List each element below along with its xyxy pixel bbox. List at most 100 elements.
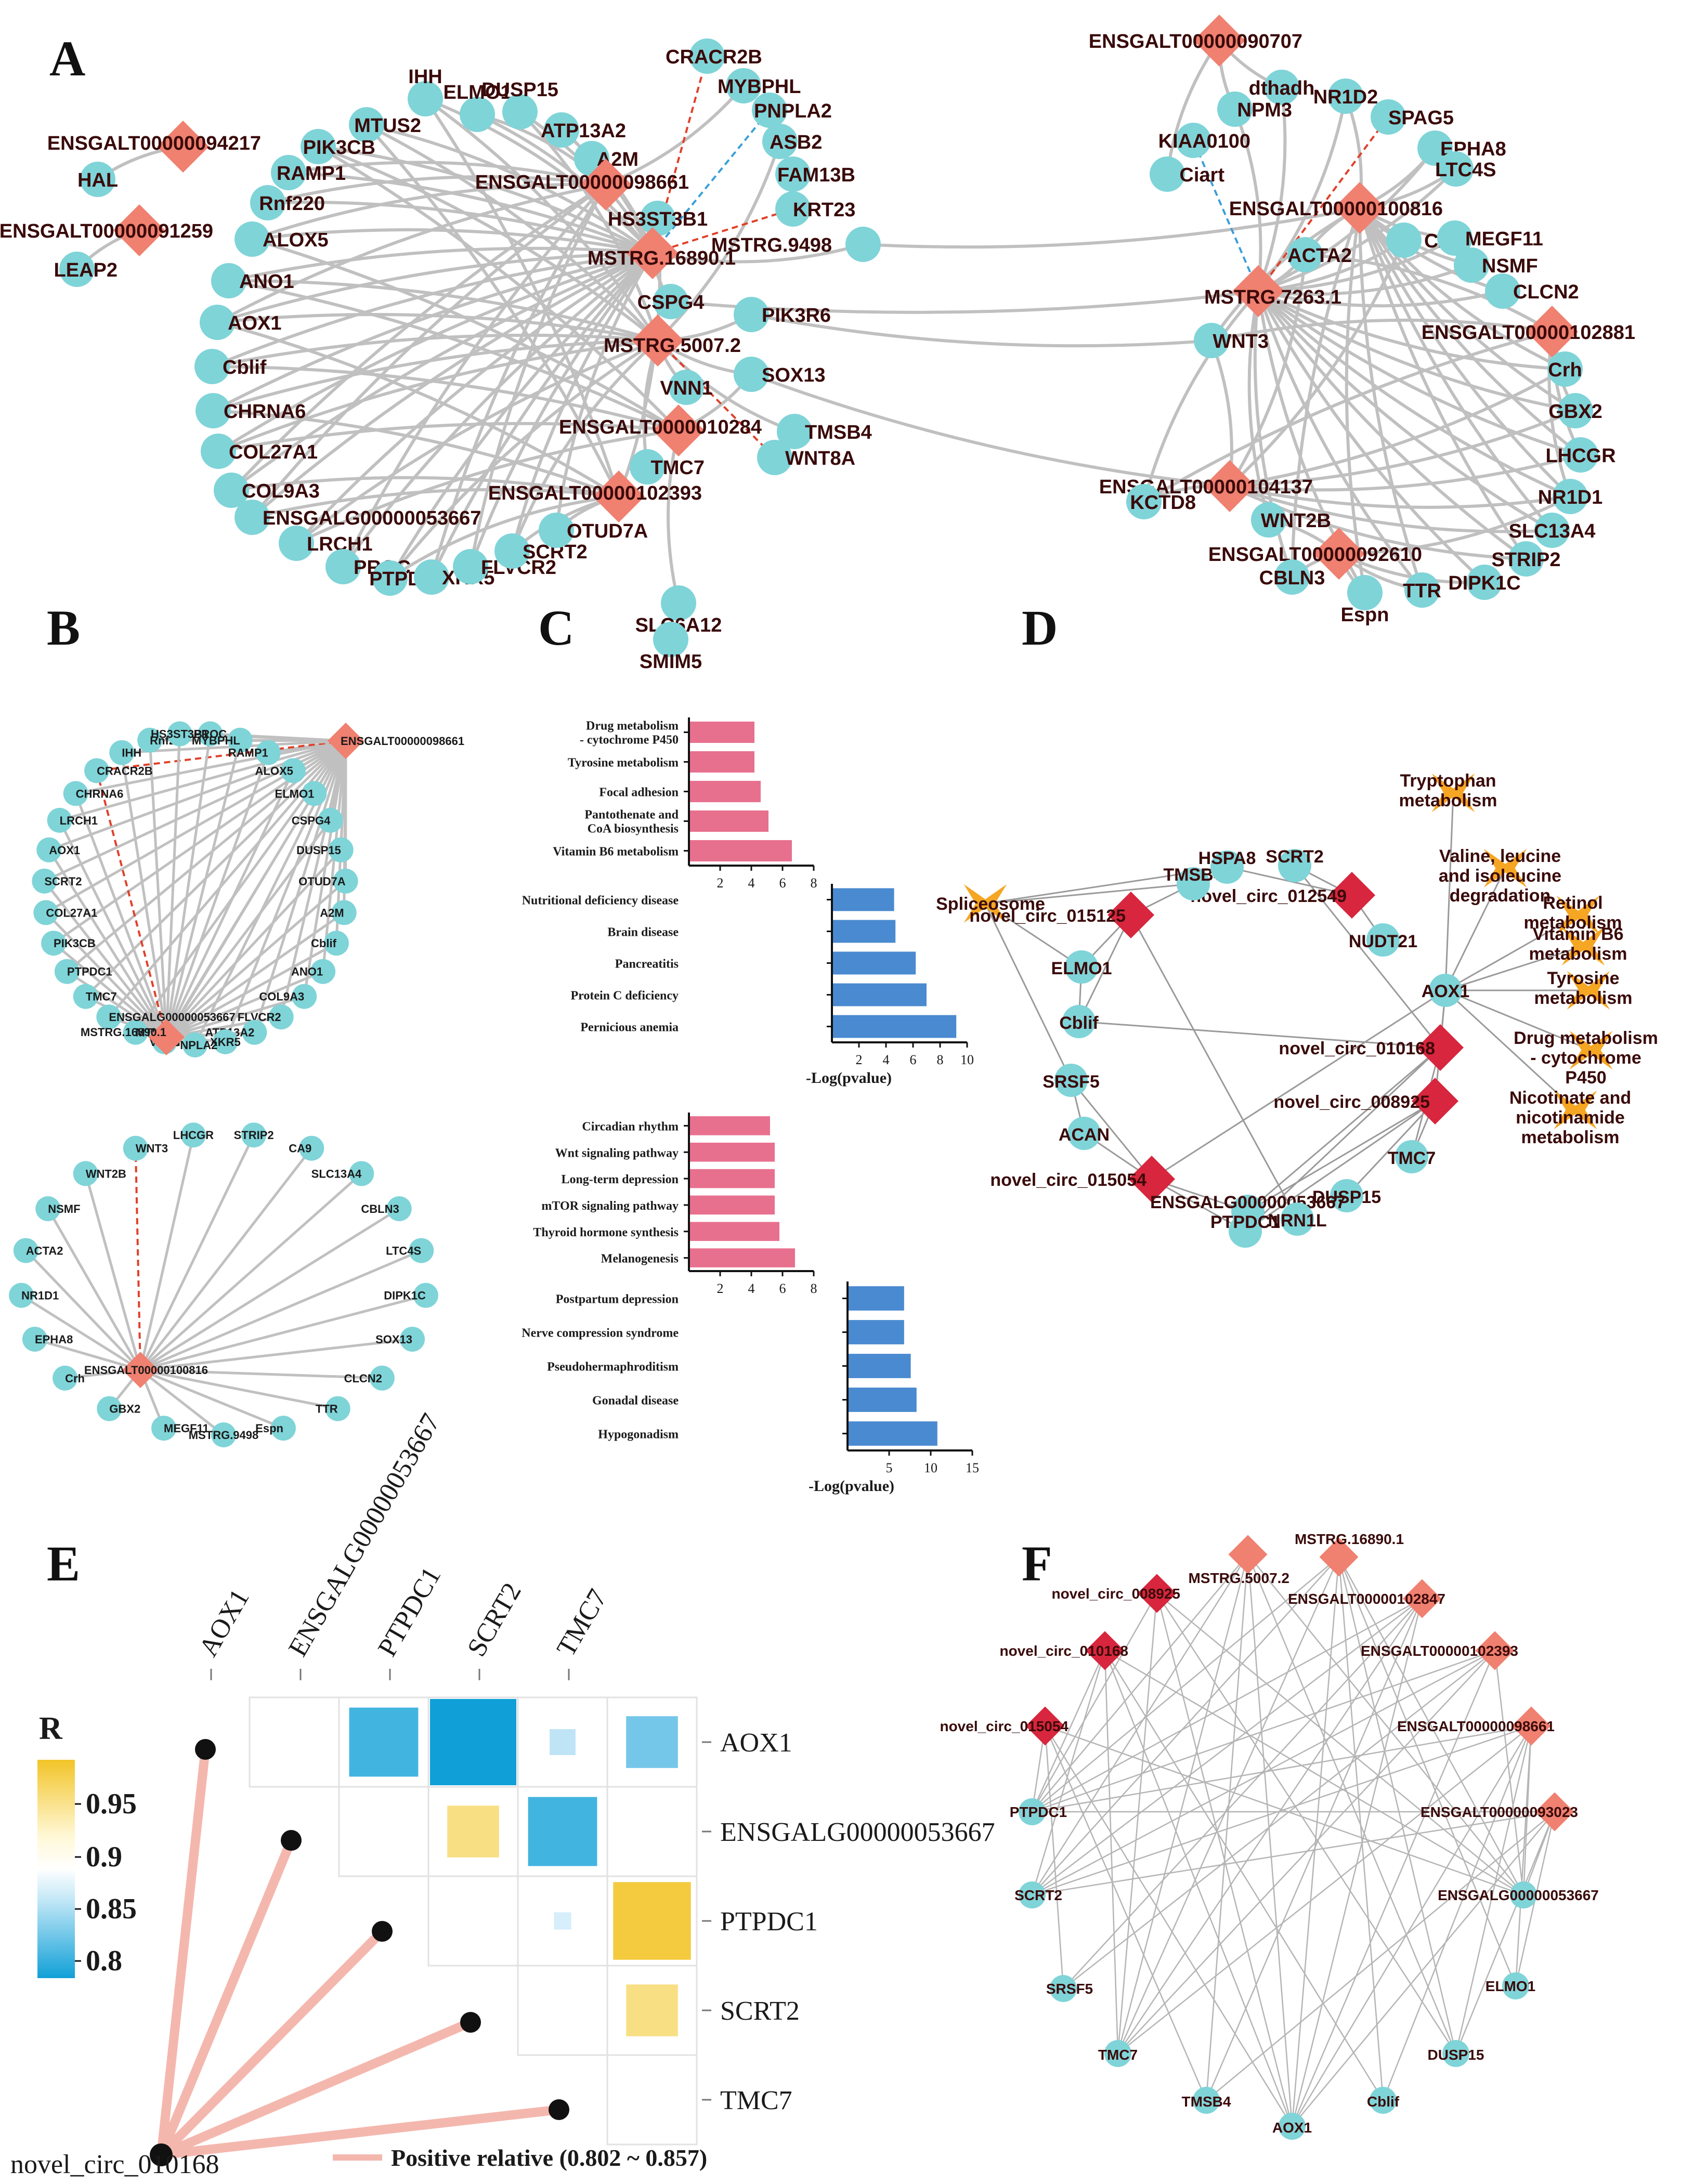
network-f-node-ensgalt00000093023[interactable]	[1535, 1792, 1574, 1832]
ring-node-wnt2b[interactable]	[73, 1161, 98, 1186]
ring-node-flvcr2[interactable]	[268, 1004, 294, 1030]
network-a-node-cracr2b[interactable]	[689, 38, 725, 74]
ring-node-rnf220[interactable]	[137, 727, 163, 753]
network-a-node-ensgalt00000104137[interactable]	[1204, 460, 1256, 512]
network-a-node-xkr5[interactable]	[414, 559, 449, 595]
ring-node-clcn2[interactable]	[369, 1365, 395, 1391]
ring-node-ltc4s[interactable]	[409, 1238, 434, 1263]
network-a-node-clcn2[interactable]	[1485, 273, 1520, 309]
ring-node-tmc7[interactable]	[73, 984, 98, 1009]
ring-node-col27a1[interactable]	[33, 900, 59, 925]
network-a-node-wnt8a[interactable]	[757, 440, 792, 475]
ring-hub-ensgalt00000098661[interactable]	[328, 723, 364, 759]
network-f-node-srsf5[interactable]	[1050, 1975, 1077, 2002]
network-a-node-lrch1[interactable]	[279, 526, 314, 561]
network-f-node-aox1[interactable]	[1279, 2113, 1306, 2140]
network-a-node-nsmf[interactable]	[1454, 247, 1489, 283]
network-a-node-mtus2[interactable]	[349, 107, 384, 142]
network-d-node-novel-circ-008925[interactable]	[1412, 1078, 1458, 1124]
ring-node-epha8[interactable]	[22, 1326, 47, 1352]
network-a-node-col27a1[interactable]	[201, 434, 236, 469]
ring-node-espn[interactable]	[270, 1416, 296, 1441]
network-a-node-ttr[interactable]	[1404, 572, 1440, 608]
ring-node-elmo1[interactable]	[302, 781, 327, 806]
network-a-node-kiaa0100[interactable]	[1176, 123, 1211, 158]
ring-node-megf11[interactable]	[151, 1416, 177, 1441]
network-d-node-acan[interactable]	[1067, 1117, 1101, 1150]
ring-node-aox1[interactable]	[36, 837, 62, 862]
ring-node-col9a3[interactable]	[292, 984, 317, 1009]
network-a-node-vnn1[interactable]	[669, 370, 704, 405]
network-a-node-dthadh[interactable]	[1264, 70, 1299, 105]
ring-node-cbln3[interactable]	[386, 1196, 412, 1221]
network-a-node-alox5[interactable]	[234, 221, 270, 257]
ring-node-atp13a2[interactable]	[242, 1019, 267, 1045]
ring-node-nr1d1[interactable]	[9, 1283, 34, 1308]
network-f-node-cblif[interactable]	[1370, 2087, 1397, 2114]
network-a-node-asb2[interactable]	[762, 124, 798, 159]
ring-node-dusp15[interactable]	[328, 837, 354, 862]
network-a-node-mstrg-16890-1[interactable]	[627, 227, 679, 279]
network-f-node-elmo1[interactable]	[1502, 1972, 1529, 1999]
network-a-node-dusp15[interactable]	[502, 94, 538, 129]
network-a-node-megf11[interactable]	[1437, 220, 1472, 256]
network-a-node-dipk1c[interactable]	[1467, 565, 1502, 600]
network-a-node-pik3r6[interactable]	[734, 297, 769, 332]
network-a-node-slc6a12[interactable]	[661, 585, 696, 621]
network-d-node-nicotinate-and-nicotinamide-metabolism[interactable]	[1554, 1090, 1597, 1130]
network-a-node-ensgalg00000053667[interactable]	[234, 500, 270, 535]
network-a-node-ensgalt0000010284[interactable]	[653, 404, 705, 456]
network-d-node-cblif[interactable]	[1062, 1005, 1096, 1038]
ring-node-lhcgr[interactable]	[180, 1122, 206, 1148]
ring-node-chrna6[interactable]	[63, 781, 88, 806]
ring-node-alox5[interactable]	[280, 758, 306, 783]
network-d-node-nrn1l[interactable]	[1281, 1202, 1314, 1236]
network-a-node-ensgalt00000098661[interactable]	[580, 159, 632, 211]
network-a-node-leap2[interactable]	[59, 252, 95, 287]
network-d-node-tryptophan-metabolism[interactable]	[1431, 773, 1475, 813]
ring-node-ttr[interactable]	[325, 1396, 350, 1421]
ring-node-acta2[interactable]	[13, 1238, 38, 1263]
network-f-node-ptpdc1[interactable]	[1019, 1798, 1046, 1825]
ring-node-ihh[interactable]	[109, 740, 135, 765]
network-a-node-proc[interactable]	[325, 549, 361, 584]
ring-node-sox13[interactable]	[400, 1326, 425, 1352]
ring-node-gbx2[interactable]	[97, 1396, 122, 1421]
ring-node-ramp1[interactable]	[255, 740, 281, 765]
ring-node-strip2[interactable]	[241, 1122, 267, 1148]
network-d-node-valine-leucine-and-isoleucine-degradation[interactable]	[1483, 848, 1527, 888]
network-d-node-scrt2[interactable]	[1278, 849, 1311, 882]
network-a-node-otud7a[interactable]	[539, 513, 574, 548]
network-a-node-sox13[interactable]	[734, 357, 769, 392]
ring-node-ano1[interactable]	[310, 959, 336, 984]
ring-node-ca9[interactable]	[299, 1135, 324, 1161]
network-a-node-ensgalt00000094217[interactable]	[157, 121, 209, 173]
ring-hub-ensgalt00000100816[interactable]	[122, 1352, 159, 1388]
network-a-node-flvcr2[interactable]	[453, 549, 488, 584]
ring-hub-mstrg-16890-1[interactable]	[148, 1019, 185, 1055]
ring-node-ensgalg00000053667[interactable]	[96, 1004, 122, 1030]
network-a-node-ihh[interactable]	[408, 81, 443, 116]
network-d-node-aox1[interactable]	[1429, 974, 1462, 1007]
network-a-node-pik3cb[interactable]	[301, 129, 336, 164]
network-f-node-mstrg-16890-1[interactable]	[1319, 1537, 1359, 1577]
network-f-node-scrt2[interactable]	[1019, 1881, 1046, 1908]
network-a-node-elmo1[interactable]	[460, 97, 495, 132]
network-a-node-ensgalt00000100816[interactable]	[1334, 182, 1386, 234]
ring-node-scrt2[interactable]	[32, 868, 57, 894]
ring-node-pnpla2[interactable]	[183, 1032, 207, 1057]
network-a-node-cbln3[interactable]	[1274, 559, 1310, 595]
network-a-node-nr1d1[interactable]	[1553, 479, 1588, 514]
network-a-node-slc13a4[interactable]	[1534, 513, 1570, 548]
network-a-node-acta2[interactable]	[1287, 237, 1323, 272]
network-f-node-tmsb4[interactable]	[1193, 2087, 1220, 2114]
network-a-node-smim5[interactable]	[653, 622, 688, 657]
ring-node-slc13a4[interactable]	[349, 1161, 374, 1186]
network-f-node-novel-circ-015054[interactable]	[1025, 1706, 1065, 1746]
ring-node-dipk1c[interactable]	[413, 1283, 438, 1308]
ring-node-wnt3[interactable]	[123, 1135, 148, 1161]
network-a-node-cspg4[interactable]	[653, 284, 688, 319]
network-d-node-retinol-metabolism[interactable]	[1556, 895, 1600, 935]
ring-node-otud7a[interactable]	[333, 868, 358, 894]
network-a-node-krt23[interactable]	[775, 191, 811, 227]
